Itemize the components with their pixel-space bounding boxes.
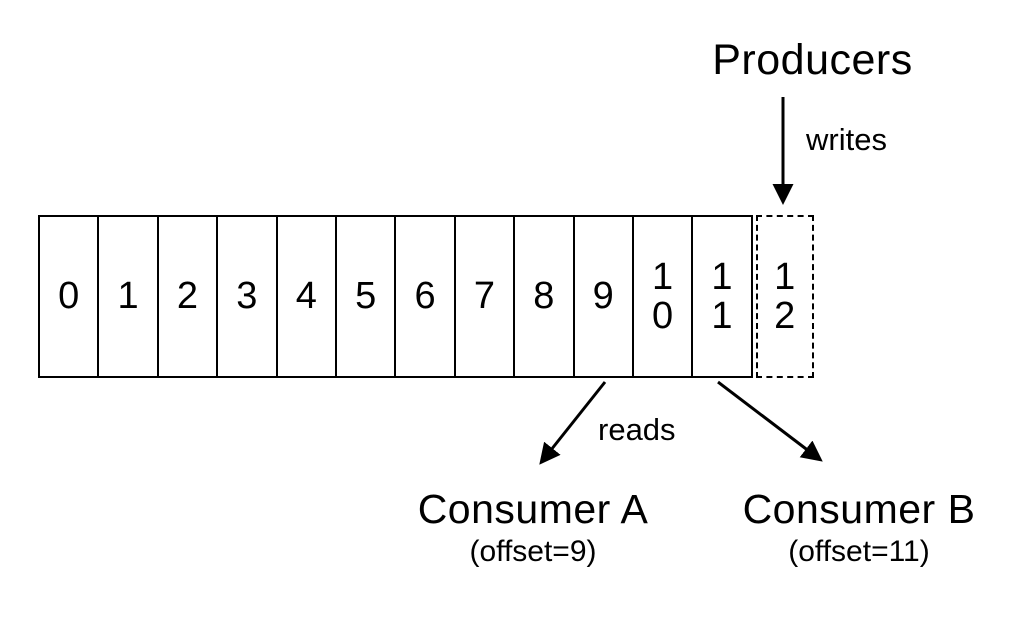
cell-label: 9 — [592, 275, 614, 318]
log-cell: 1 — [97, 215, 159, 378]
cell-label: 7 — [473, 275, 495, 318]
log-cell: 9 — [572, 215, 634, 378]
cell-label: 5 — [355, 275, 377, 318]
consumer-b-name: Consumer B — [742, 486, 976, 532]
cell-label: 8 — [533, 275, 555, 318]
reads-label: reads — [598, 412, 676, 447]
log-cell: 6 — [394, 215, 456, 378]
cell-label: 4 — [295, 275, 317, 318]
log-cell: 3 — [216, 215, 278, 378]
log-cell: 4 — [275, 215, 337, 378]
consumer-a-offset: (offset=9) — [469, 535, 597, 568]
log-cell: 5 — [334, 215, 397, 378]
writes-label: writes — [806, 122, 887, 157]
cell-label: 0 — [58, 275, 80, 318]
cell-label: 2 — [176, 275, 199, 318]
consumer-b-reads-arrow — [717, 380, 823, 462]
consumer-a-name: Consumer A — [417, 486, 649, 532]
producers-label: Producers — [712, 36, 913, 84]
log-cell: 0 — [38, 215, 100, 378]
cell-label: 3 — [236, 275, 258, 318]
log-cell: 7 — [453, 215, 516, 378]
log-cell: 8 — [513, 215, 575, 378]
cell-label: 1 — [117, 275, 139, 318]
log-cell: 2 — [156, 215, 219, 378]
consumer-b: Consumer B (offset=11) — [714, 486, 1004, 569]
consumer-b-offset: (offset=11) — [788, 535, 930, 568]
consumer-a-reads-arrow — [539, 381, 607, 465]
cell-label: 6 — [414, 275, 436, 318]
consumer-a: Consumer A (offset=9) — [388, 486, 678, 569]
